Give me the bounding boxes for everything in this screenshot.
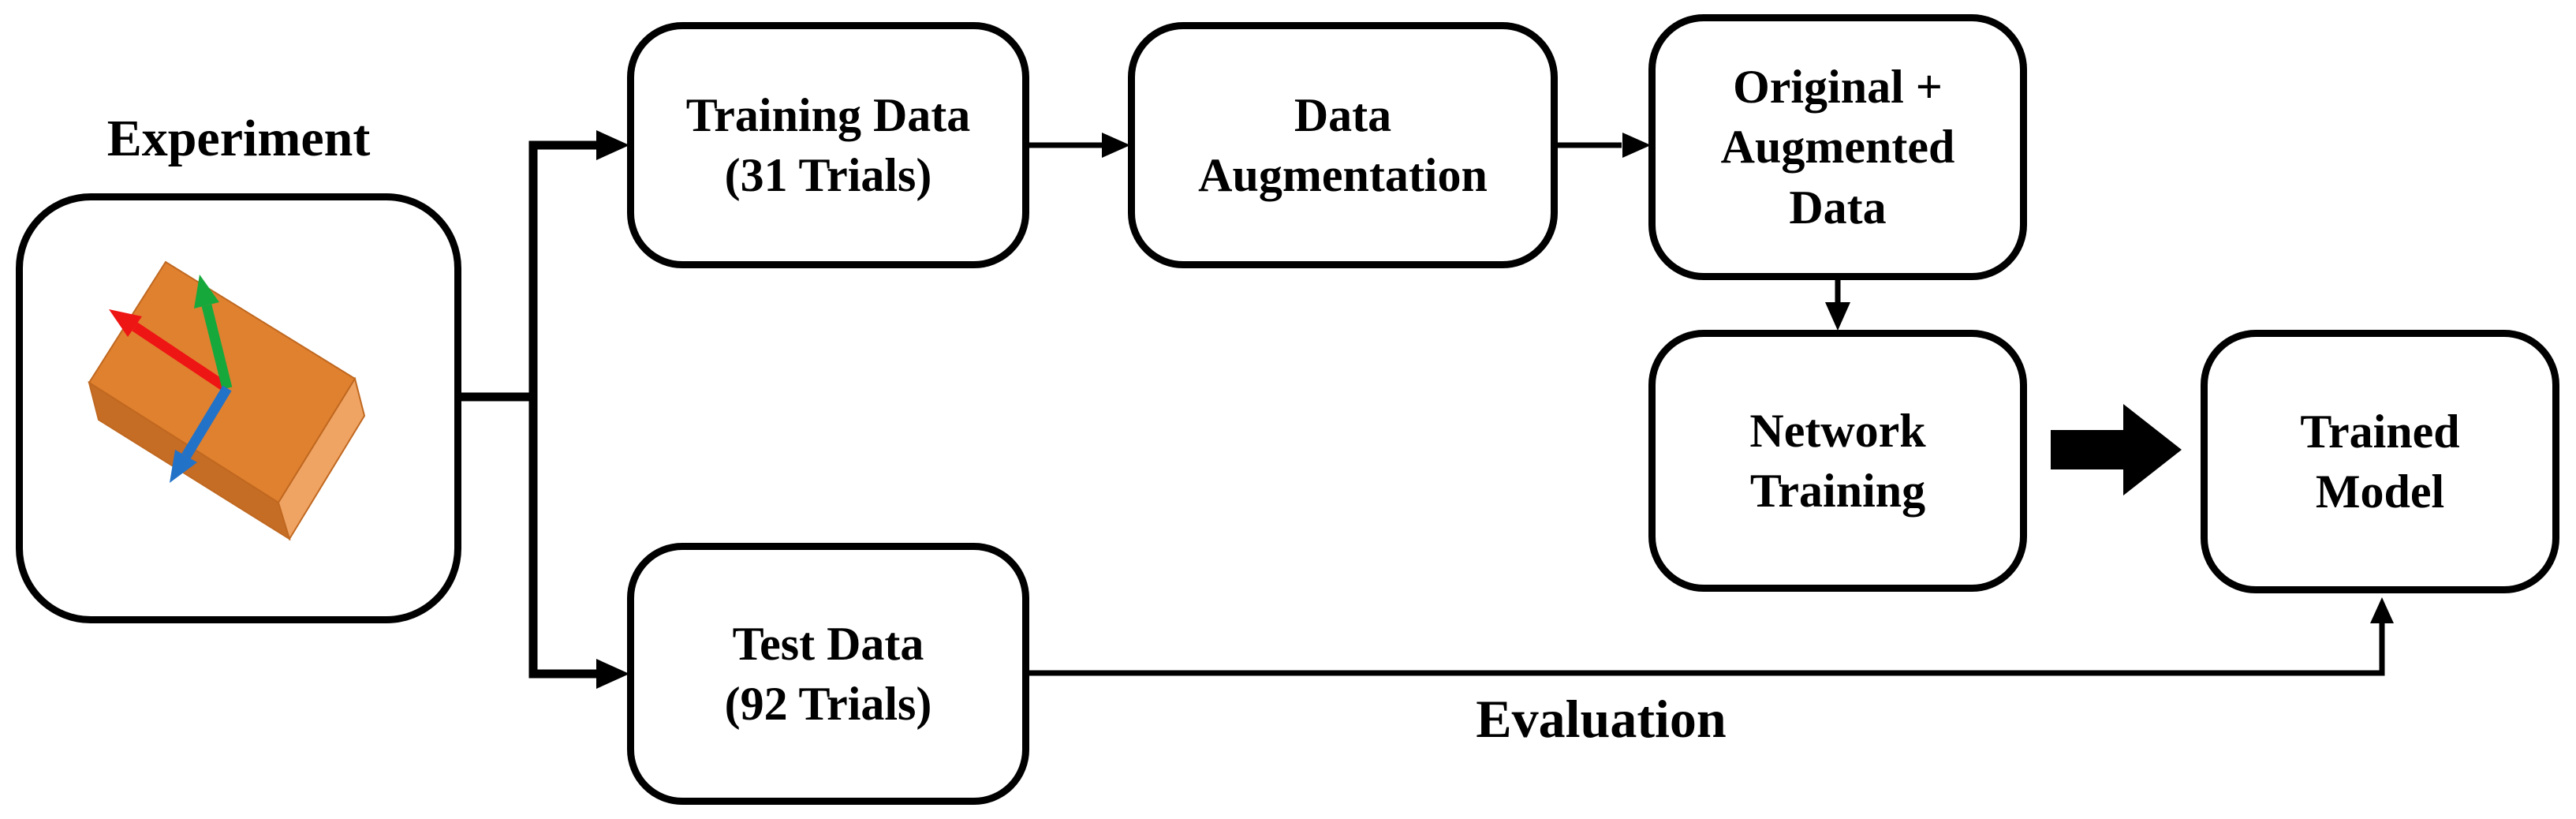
network-training-label-line2: Training: [1749, 465, 1926, 517]
branch-line-to-training-data: [454, 140, 599, 402]
original-augmented-label-line1: Original +: [1733, 61, 1943, 114]
branch-line-to-test-data: [528, 393, 599, 679]
z-axis-arrowhead: [170, 450, 197, 483]
block-arrow-network-to-trained: [2051, 404, 2182, 496]
experiment-label: Experiment: [106, 110, 371, 167]
arrowhead-into-original: [1622, 133, 1651, 158]
training-data-box: Training Data (31 Trials): [627, 22, 1029, 268]
arrowhead-into-trained-model: [2370, 597, 2394, 623]
test-data-label-line2: (92 Trials): [724, 678, 932, 730]
data-augmentation-box: Data Augmentation: [1128, 22, 1558, 268]
trained-model-label-line2: Model: [2315, 466, 2445, 518]
trained-model-label-line1: Trained: [2300, 405, 2460, 458]
arrowhead-into-training-data: [596, 130, 629, 160]
test-data-label-line1: Test Data: [732, 617, 924, 670]
training-data-label-line1: Training Data: [685, 88, 971, 141]
arrowhead-into-test-data: [596, 659, 629, 689]
block-side-face: [277, 376, 366, 541]
y-axis-arrowhead: [194, 275, 219, 309]
original-augmented-label-line2: Augmented: [1720, 121, 1955, 174]
network-training-box: Network Training: [1648, 330, 2027, 592]
data-augmentation-label-line2: Augmentation: [1198, 149, 1488, 201]
x-axis-arrowhead: [109, 309, 142, 337]
test-data-box: Test Data (92 Trials): [627, 543, 1029, 805]
arrowhead-into-network: [1825, 302, 1850, 331]
experiment-block-graphic: [88, 260, 366, 541]
arrowhead-into-augmentation: [1102, 133, 1130, 158]
network-training-label-line1: Network: [1749, 404, 1926, 457]
evaluation-label: Evaluation: [1476, 689, 1727, 749]
training-data-label-line2: (31 Trials): [724, 149, 932, 201]
evaluation-line: [1024, 623, 2385, 676]
y-axis-arrow: [201, 304, 233, 390]
data-augmentation-label-line1: Data: [1294, 88, 1392, 141]
x-axis-arrow: [132, 322, 230, 393]
trained-model-box: Trained Model: [2201, 330, 2559, 593]
z-axis-arrow: [181, 385, 232, 459]
original-augmented-label-line3: Data: [1789, 181, 1887, 234]
original-augmented-data-box: Original + Augmented Data: [1648, 14, 2027, 280]
